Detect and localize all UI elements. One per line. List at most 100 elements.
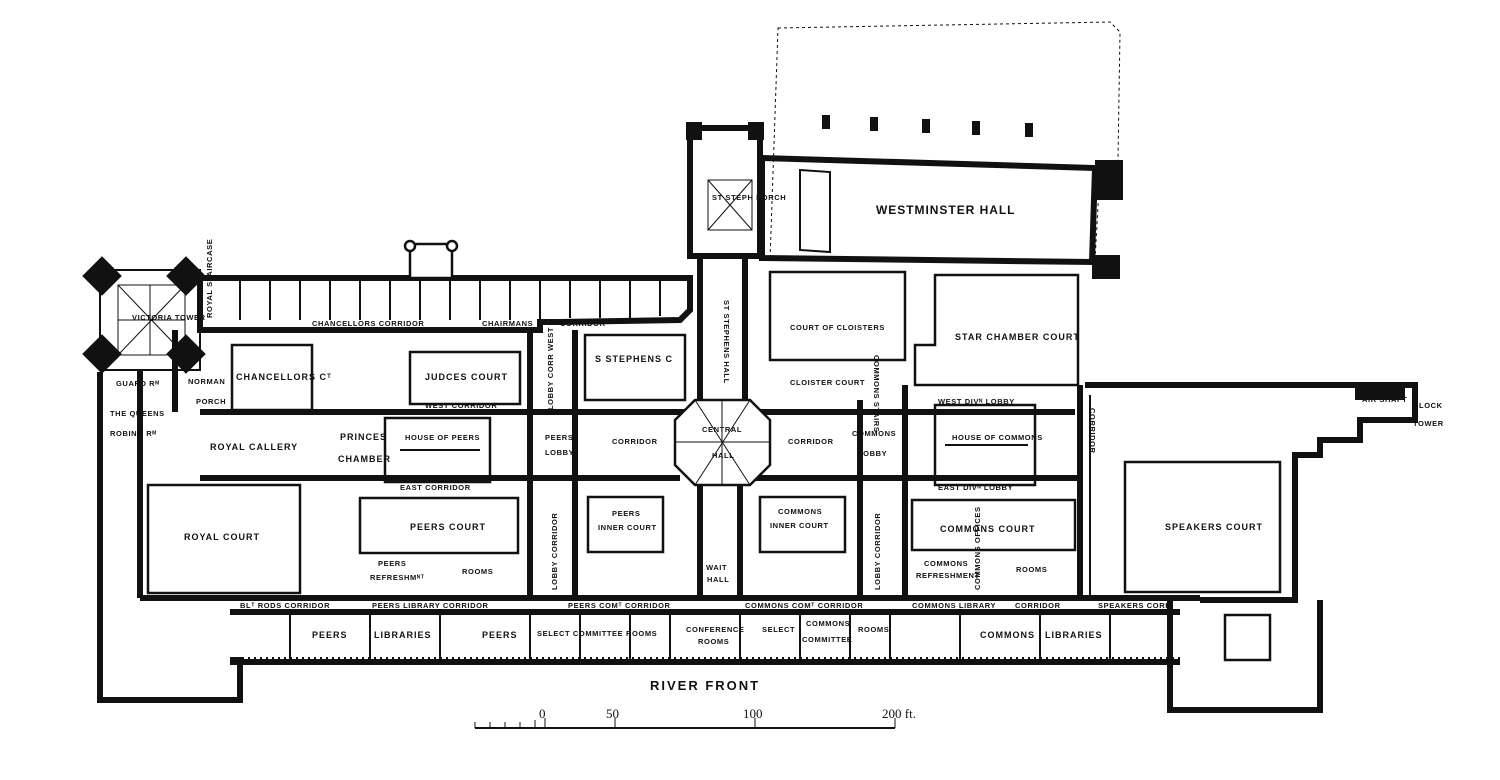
commons-court-area bbox=[910, 498, 1077, 552]
label-porch: PORCH bbox=[196, 397, 226, 406]
scale-tick-0: 0 bbox=[539, 706, 546, 721]
label-peers-lobby-1: PEERS bbox=[545, 433, 573, 442]
st-stephens-court-area bbox=[583, 333, 687, 402]
label-conference-2: ROOMS bbox=[698, 637, 729, 646]
label-commons-comm-corridor: COMMONS COMᵀ CORRIDOR bbox=[745, 601, 863, 610]
label-westminster-hall: WESTMINSTER HALL bbox=[876, 203, 1016, 217]
label-waiting-hall-2: HALL bbox=[707, 575, 729, 584]
label-peers-libraries-2: LIBRARIES bbox=[374, 630, 432, 640]
label-river-front: RIVER FRONT bbox=[650, 678, 760, 693]
label-select-2: SELECT bbox=[762, 625, 795, 634]
label-princes: PRINCES bbox=[340, 432, 387, 442]
label-peers-court: PEERS COURT bbox=[410, 522, 486, 532]
label-peers-refreshmt-1: PEERS bbox=[378, 559, 406, 568]
label-corridor-lib: CORRIDOR bbox=[1015, 601, 1061, 610]
label-west-corridor: WEST CORRIDOR bbox=[425, 401, 497, 410]
label-s-stephens-c: S STEPHENS C bbox=[595, 354, 673, 364]
royal-court-area bbox=[146, 483, 302, 595]
label-east-corridor: EAST CORRIDOR bbox=[400, 483, 471, 492]
label-speakers-court: SPEAKERS COURT bbox=[1165, 522, 1263, 532]
commons-inner-court-area bbox=[758, 495, 847, 554]
label-court-of-cloisters: COURT OF CLOISTERS bbox=[790, 323, 885, 332]
label-st-stephens-hall: ST STEPHENS HALL bbox=[722, 300, 731, 384]
label-norman: NORMAN bbox=[188, 377, 225, 386]
label-central-hall-1: CENTRAL bbox=[702, 425, 742, 434]
label-peers-inner-court-2: INNER COURT bbox=[598, 523, 657, 532]
peers-court-area bbox=[358, 496, 520, 555]
label-rooms-right: ROOMS bbox=[1016, 565, 1047, 574]
label-lobby-corridor-left: LOBBY CORRIDOR bbox=[550, 513, 559, 590]
central-hall-octagon bbox=[673, 398, 772, 487]
label-judges-court: JUDCES COURT bbox=[425, 372, 508, 382]
label-robing-rm: ROBING Rᴹ bbox=[110, 429, 157, 438]
label-commons-stairs: COMMONS STAIRS bbox=[872, 355, 881, 432]
label-peers-comm-corridor: PEERS COMᵀ CORRIDOR bbox=[568, 601, 671, 610]
label-st-stephens-porch: ST STEPH PORCH bbox=[712, 193, 786, 202]
label-tower: TOWER bbox=[1413, 419, 1444, 428]
label-waiting-hall-1: WAIT bbox=[706, 563, 727, 572]
label-peers-3: PEERS bbox=[482, 630, 518, 640]
label-house-of-peers: HOUSE OF PEERS bbox=[405, 433, 480, 442]
st-stephens-porch-block bbox=[686, 122, 764, 259]
label-air-shaft: AIR SHAFT bbox=[1362, 395, 1407, 404]
scale-tick-100: 100 bbox=[743, 706, 763, 721]
label-lobby-corridor-right: LOBBY CORRIDOR bbox=[873, 513, 882, 590]
scale-tick-50: 50 bbox=[606, 706, 619, 721]
label-conference-1: CONFERENCE bbox=[686, 625, 745, 634]
label-corridor-vertical: CORRIDOR bbox=[1088, 408, 1097, 454]
label-speakers-corr: SPEAKERS CORR bbox=[1098, 601, 1171, 610]
court-of-cloisters-area bbox=[768, 270, 907, 362]
label-commons-inner-court-2: INNER COURT bbox=[770, 521, 829, 530]
label-star-chamber-court: STAR CHAMBER COURT bbox=[955, 332, 1080, 342]
label-lobby-corr-west: LOBBY CORR WEST bbox=[546, 327, 555, 410]
label-royal-court: ROYAL COURT bbox=[184, 532, 260, 542]
label-peers-lobby-2: LOBBY bbox=[545, 448, 574, 457]
label-guard-rm: GUARD Rᴹ bbox=[116, 379, 160, 388]
label-house-of-commons: HOUSE OF COMMONS bbox=[952, 433, 1043, 442]
label-royal-gallery: ROYAL CALLERY bbox=[210, 442, 298, 452]
star-chamber-court-area bbox=[913, 273, 1080, 387]
speakers-court-area bbox=[1123, 460, 1282, 594]
label-commons-library: COMMONS LIBRARY bbox=[912, 601, 996, 610]
courts bbox=[146, 270, 1282, 595]
corridor-lines bbox=[137, 258, 1083, 598]
label-commons-refreshment-2: REFRESHMENT bbox=[916, 571, 980, 580]
label-commons-libraries-2: LIBRARIES bbox=[1045, 630, 1103, 640]
label-commons-libraries-1: COMMONS bbox=[980, 630, 1035, 640]
label-commons-court: COMMONS COURT bbox=[940, 524, 1036, 534]
label-commons-committee-1: COMMONS bbox=[806, 619, 850, 628]
labels: WESTMINSTER HALL ST STEPH PORCH ST STEPH… bbox=[110, 193, 1444, 693]
label-central-hall-2: HALL bbox=[712, 451, 734, 460]
label-black-rods-corridor: BLᵀ RODS CORRIDOR bbox=[240, 601, 330, 610]
label-west-div-lobby: WEST DIVᴺ LOBBY bbox=[938, 397, 1015, 406]
label-commons-lobby-2: LOBBY bbox=[858, 449, 887, 458]
judges-court-area bbox=[408, 350, 522, 406]
label-peers-library-corridor: PEERS LIBRARY CORRIDOR bbox=[372, 601, 489, 610]
label-corridor-top: CORRIDOR bbox=[560, 319, 606, 328]
peers-inner-court-area bbox=[586, 495, 665, 554]
label-chancellors-court: CHANCELLORS Cᵀ bbox=[236, 372, 332, 382]
label-corridor-right: CORRIDOR bbox=[788, 437, 834, 446]
label-clock: CLOCK bbox=[1413, 401, 1443, 410]
label-cloister-court: CLOISTER COURT bbox=[790, 378, 865, 387]
label-royal-staircase: ROYAL STAIRCASE bbox=[205, 239, 214, 318]
label-peers-inner-court-1: PEERS bbox=[612, 509, 640, 518]
label-east-div-lobby: EAST DIVᴺ LOBBY bbox=[938, 483, 1013, 492]
main-building bbox=[82, 239, 1418, 713]
label-commons-offices: COMMONS OFFICES bbox=[973, 506, 982, 590]
scale-tick-200: 200 ft. bbox=[882, 706, 916, 721]
label-select-committee-rooms: SELECT COMMITTEE ROOMS bbox=[537, 629, 657, 638]
westminster-hall-block bbox=[759, 21, 1123, 279]
label-chancellors-corridor: CHANCELLORS CORRIDOR bbox=[312, 319, 424, 328]
label-commons-inner-court-1: COMMONS bbox=[778, 507, 822, 516]
label-peers-refreshmt-2: REFRESHMᴺᵀ bbox=[370, 573, 425, 582]
label-chamber: CHAMBER bbox=[338, 454, 391, 464]
label-corridor-left: CORRIDOR bbox=[612, 437, 658, 446]
label-rooms-left: ROOMS bbox=[462, 567, 493, 576]
label-victoria-tower: VICTORIA TOWER bbox=[132, 313, 206, 322]
label-the-queens: THE QUEENS bbox=[110, 409, 165, 418]
label-commons-refreshment-1: COMMONS bbox=[924, 559, 968, 568]
label-chairmans: CHAIRMANS bbox=[482, 319, 533, 328]
label-rooms-3: ROOMS bbox=[858, 625, 889, 634]
